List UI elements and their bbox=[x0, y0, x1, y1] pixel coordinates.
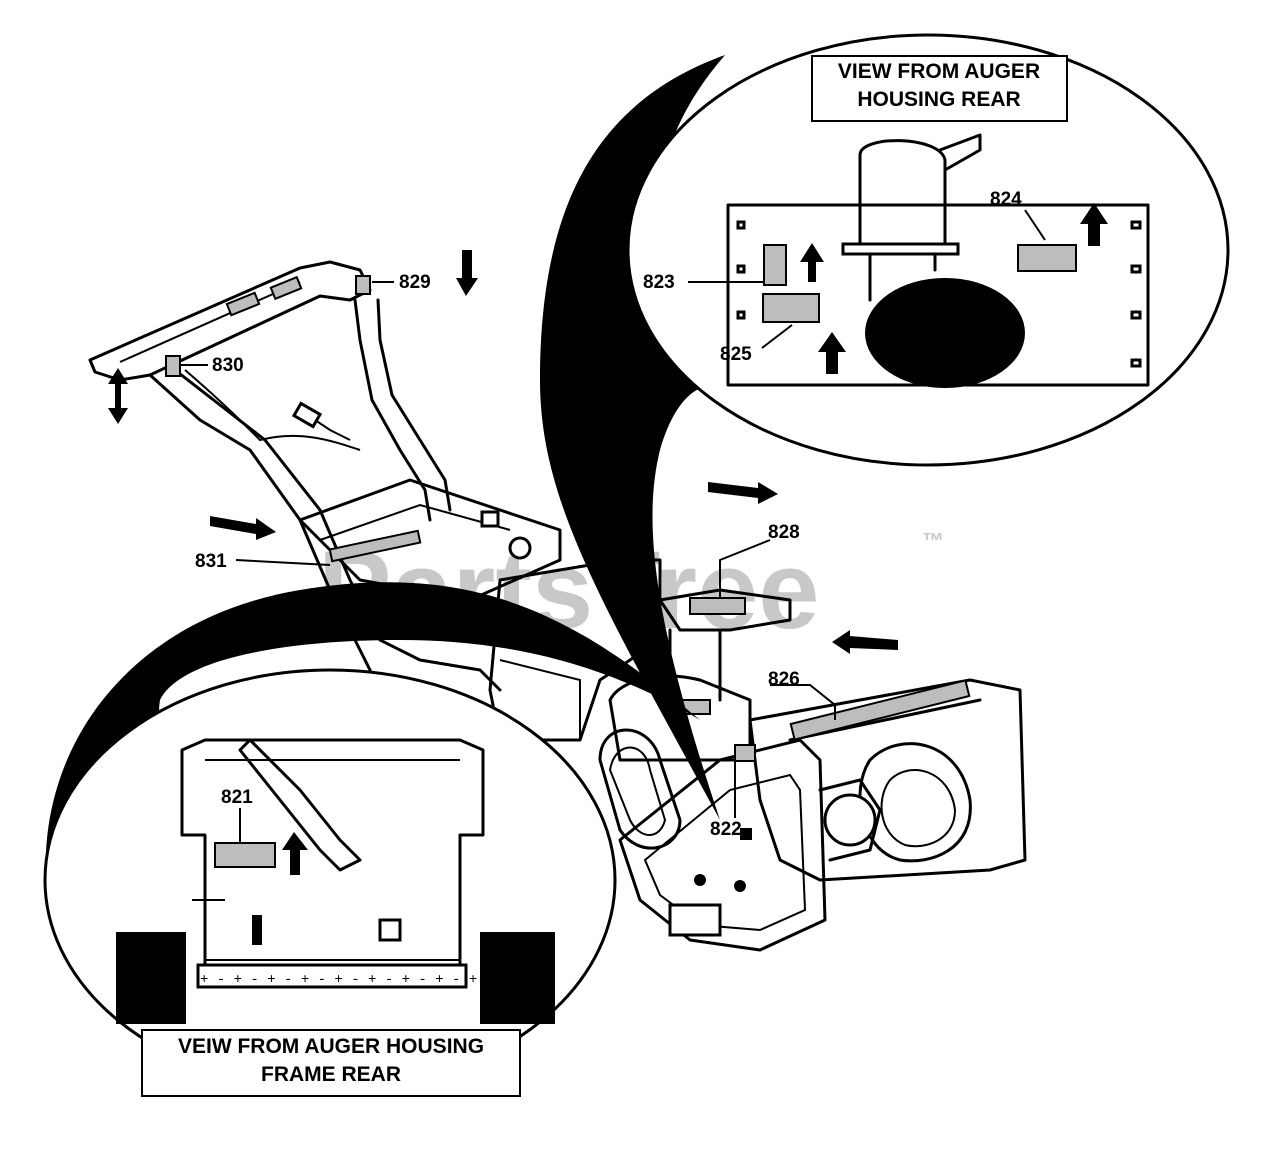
inset-auger-housing-rear: VIEW FROM AUGER HOUSING REAR bbox=[540, 33, 1230, 820]
direction-arrows bbox=[108, 250, 898, 654]
caption-frame-line2: FRAME REAR bbox=[261, 1063, 401, 1086]
part-label-826: 826 bbox=[768, 669, 800, 690]
wheel-left bbox=[116, 932, 186, 1024]
handle-leg-right bbox=[353, 298, 432, 522]
caption-rear-line2: HOUSING REAR bbox=[857, 88, 1020, 111]
arrow-up-icon bbox=[1080, 203, 1108, 246]
part-label-829: 829 bbox=[399, 272, 431, 293]
snowblower-illustration bbox=[88, 260, 1027, 952]
part-label-823: 823 bbox=[643, 272, 675, 293]
callout-sweep-upper bbox=[540, 55, 735, 820]
decal-829 bbox=[355, 275, 371, 295]
part-label-831: 831 bbox=[195, 551, 227, 572]
part-label-821: 821 bbox=[221, 787, 253, 808]
arrow-updown-icon bbox=[108, 368, 128, 424]
callout-sweep-lower bbox=[45, 582, 700, 900]
arrow-right-icon bbox=[210, 516, 276, 540]
part-label-822: 822 bbox=[710, 819, 742, 840]
arrow-right-icon bbox=[708, 482, 778, 504]
auger-housing bbox=[748, 678, 1027, 882]
caption-rear-line1: VIEW FROM AUGER bbox=[838, 60, 1040, 83]
arrow-left-icon bbox=[832, 630, 898, 654]
wheel bbox=[598, 728, 682, 850]
handle-decal-right bbox=[269, 275, 303, 301]
rear-plate bbox=[726, 203, 1150, 387]
leader-lines bbox=[180, 281, 836, 818]
handlebar-top bbox=[88, 260, 372, 382]
wheel-right bbox=[480, 932, 555, 1024]
caption-box-rear bbox=[811, 55, 1068, 122]
decal-830 bbox=[165, 355, 181, 377]
part-label-825: 825 bbox=[720, 344, 752, 365]
decal-821 bbox=[214, 842, 276, 868]
decal-828 bbox=[689, 597, 746, 615]
svg-text:+ - + - + - + - + - + - + - +: + - + - + - + - + - + - + - + - + - + bbox=[200, 972, 511, 988]
caption-frame-line1: VEIW FROM AUGER HOUSING bbox=[178, 1035, 484, 1058]
decal-825 bbox=[762, 293, 820, 323]
arrow-down-icon bbox=[456, 250, 478, 296]
part-labels: 829 830 831 828 826 822 821 823 824 825 bbox=[195, 189, 1022, 840]
caption-box-frame bbox=[141, 1029, 521, 1097]
inset-auger-housing-frame-rear: + - + - + - + - + - + - + - + - + - + VE… bbox=[43, 582, 700, 1097]
decal-826 bbox=[789, 679, 971, 741]
arrow-up-icon bbox=[818, 332, 846, 374]
frame-outline bbox=[180, 738, 485, 987]
arrow-up-icon bbox=[800, 243, 824, 282]
handle-decal-left bbox=[225, 291, 261, 317]
part-label-824: 824 bbox=[990, 189, 1022, 210]
arrow-up-icon bbox=[282, 832, 308, 875]
part-label-830: 830 bbox=[212, 355, 244, 376]
watermark-trademark: ™ bbox=[922, 528, 944, 553]
part-label-828: 828 bbox=[768, 522, 800, 543]
decal-822 bbox=[734, 744, 756, 762]
impeller-opening bbox=[865, 278, 1025, 388]
decal-823 bbox=[763, 244, 787, 286]
decal-824 bbox=[1017, 244, 1077, 272]
decal-831 bbox=[328, 529, 422, 563]
